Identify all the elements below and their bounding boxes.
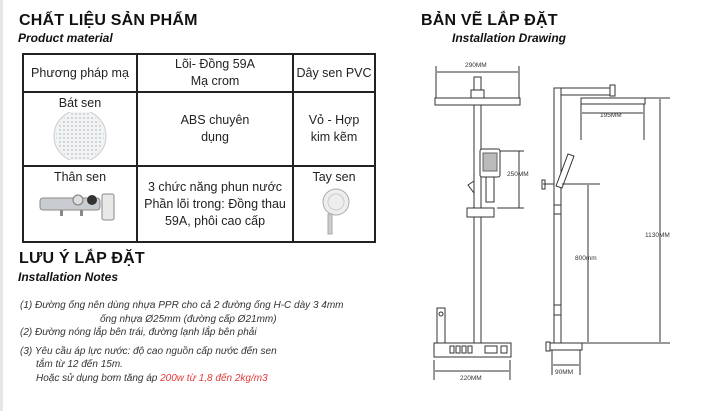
cell-functions: 3 chức năng phun nước Phần lõi trong: Đồ… [136, 165, 294, 243]
drawing-title: BẢN VẼ LẮP ĐẶT [421, 12, 558, 29]
dim-depth: 90MM [555, 369, 573, 376]
side-view [541, 84, 670, 375]
cell-abs: ABS chuyên dụng [136, 91, 294, 167]
note-1a: (1) Đường ống nên dùng nhựa PPR cho cả 2… [20, 300, 344, 311]
cell-hose: Dây sen PVC [292, 53, 376, 93]
left-border [0, 0, 3, 411]
dim-total-height: 1130MM [645, 232, 670, 239]
table-row: Bát sen ABS chuyên dụng Vỏ - Hợp kim kẽm [22, 91, 376, 167]
notes-title: LƯU Ý LẮP ĐẶT [19, 250, 145, 267]
notes-subtitle: Installation Notes [18, 270, 119, 284]
note-3a: (3) Yêu cầu áp lực nước: độ cao nguồn cấ… [20, 345, 277, 357]
front-view [433, 66, 524, 380]
hand-shower-label: Tay sen [312, 170, 356, 184]
dim-arm: 195MM [600, 112, 622, 119]
note-3c-text: Hoặc sử dụng bơm tăng áp [36, 372, 161, 384]
dim-head-width: 290MM [465, 62, 487, 69]
shower-head-image [53, 109, 107, 163]
note-3c-highlight: 200w từ 1,8 đến 2kg/m3 [160, 372, 268, 384]
cell-body: Thân sen [22, 165, 138, 243]
note-2: (2) Đường nóng lắp bên trái, đường lạnh … [20, 327, 257, 338]
cell-hand-shower: Tay sen [292, 165, 376, 243]
note-3b: tắm từ 12 đến 15m. [36, 359, 123, 370]
body-image [39, 193, 115, 221]
drawing-subtitle: Installation Drawing [452, 31, 567, 45]
hand-shower-image [322, 188, 350, 235]
cell-plating-method: Phương pháp mạ [22, 53, 138, 93]
dim-slide-height: 800mm [575, 255, 597, 262]
shower-head-label: Bát sen [58, 96, 102, 110]
body-label: Thân sen [53, 170, 107, 184]
note-3c: Hoặc sử dụng bơm tăng áp 200w từ 1,8 đến… [20, 372, 344, 386]
dim-hand-shower: 250MM [507, 171, 529, 178]
cell-zinc: Vỏ - Hợp kim kẽm [292, 91, 376, 167]
material-table: Phương pháp mạ Lõi- Đồng 59A Mạ crom Dây… [22, 53, 376, 243]
table-row: Phương pháp mạ Lõi- Đồng 59A Mạ crom Dây… [22, 53, 376, 93]
cell-shower-head: Bát sen [22, 91, 138, 167]
dim-base-width: 220MM [460, 375, 482, 382]
installation-notes: (1) Đường ống nên dùng nhựa PPR cho cả 2… [20, 299, 344, 385]
note-1b: ống nhựa Ø25mm (đường cấp Ø21mm) [100, 313, 277, 325]
table-row: Thân sen 3 chức năng phun nước Phần lõi … [22, 165, 376, 243]
cell-core: Lõi- Đồng 59A Mạ crom [136, 53, 294, 93]
material-subtitle: Product material [18, 31, 113, 45]
material-title: CHẤT LIỆU SẢN PHẨM [19, 12, 198, 29]
